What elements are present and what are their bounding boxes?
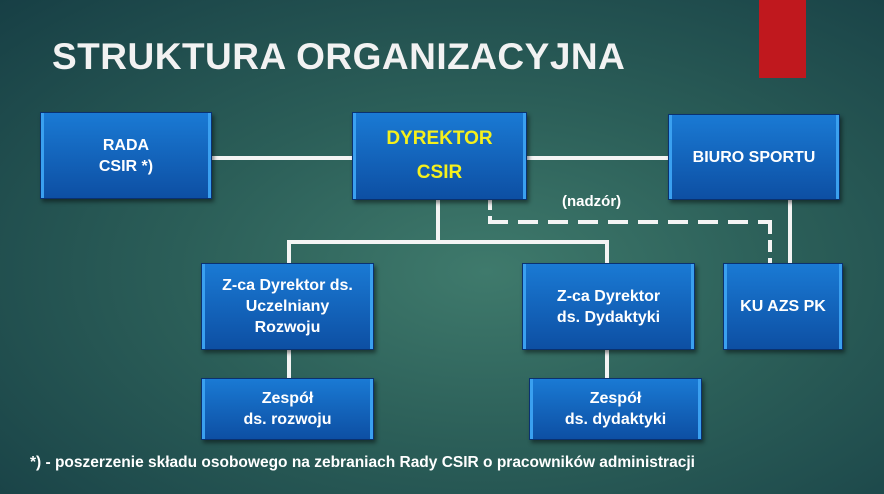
connector [287, 240, 291, 264]
box-zespol-dydaktyka: Zespół ds. dydaktyki [529, 378, 702, 440]
box-zespol-rozwoj: Zespół ds. rozwoju [201, 378, 374, 440]
connector [605, 240, 609, 264]
box-zca-dydaktyka: Z-ca Dyrektor ds. Dydaktyki [522, 263, 695, 350]
connector [788, 198, 792, 264]
accent-bar [759, 0, 806, 78]
box-zca-rozwoj: Z-ca Dyrektor ds. Uczelniany Rozwoju [201, 263, 374, 350]
box-ku-azs: KU AZS PK [723, 263, 843, 350]
box-rada: RADA CSIR *) [40, 112, 212, 199]
box-biuro-sportu: BIURO SPORTU [668, 114, 840, 200]
connector [525, 156, 668, 160]
dashed-connector [488, 198, 492, 222]
connector [436, 198, 440, 244]
connector [287, 240, 609, 244]
supervision-label: (nadzór) [562, 193, 622, 210]
page-title: STRUKTURA ORGANIZACYJNA [52, 36, 626, 77]
connector [287, 348, 291, 378]
dashed-connector [768, 222, 772, 264]
dashed-connector [488, 220, 772, 224]
connector [605, 348, 609, 378]
box-dyrektor: DYREKTOR CSIR [352, 112, 527, 200]
connector [210, 156, 352, 160]
footnote: *) - poszerzenie składu osobowego na zeb… [30, 454, 695, 471]
